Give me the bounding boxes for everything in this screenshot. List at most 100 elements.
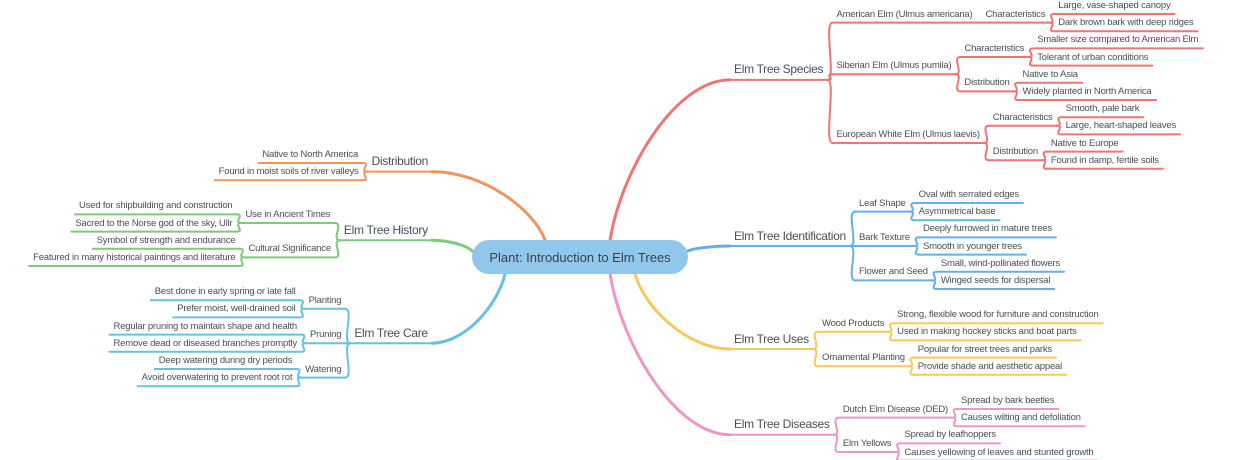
branch-link [295,376,303,388]
leaf-large-vase-shaped-canopy[interactable]: Large, vase-shaped canopy [1058,0,1171,11]
leaf-deep-watering-during-dry-periods[interactable]: Deep watering during dry periods [158,355,293,366]
leaf-tolerant-of-urban-conditions[interactable]: Tolerant of urban conditions [1037,51,1149,63]
root-node-label: Plant: Introduction to Elm Trees [489,249,671,265]
leaf-large-heart-shaped-leaves[interactable]: Large, heart-shaped leaves [1065,120,1177,132]
subtopic-dutch-elm-disease-ded[interactable]: Dutch Elm Disease (DED) [842,403,949,415]
subtopic-bark-texture[interactable]: Bark Texture [859,232,910,243]
branch-link [361,162,369,173]
leaf-causes-yellowing-of-leaves-and-stunted-growth[interactable]: Causes yellowing of leaves and stunted g… [904,446,1094,458]
leaf-provide-shade-and-aesthetic-appeal[interactable]: Provide shade and aesthetic appeal [917,360,1063,372]
leaf-found-in-damp-fertile-soils[interactable]: Found in damp, fertile soils [1050,154,1159,166]
leaf-featured-in-many-historical-paintings-and-literature[interactable]: Featured in many historical paintings an… [33,252,236,263]
leaf-spread-by-bark-beetles[interactable]: Spread by bark beetles [961,395,1055,406]
subtopic-elm-yellows[interactable]: Elm Yellows [842,438,892,449]
leaf-smaller-size-compared-to-american-elm[interactable]: Smaller size compared to American Elm [1037,34,1199,46]
branch-link [826,21,834,81]
leaf-small-wind-pollinated-flowers[interactable]: Small, wind-pollinated flowers [940,257,1060,269]
topic-elm-tree-history[interactable]: Elm Tree History [343,222,428,237]
branch-link [982,142,990,162]
root-link [608,78,732,242]
branch-link [1048,13,1056,24]
leaf-dark-brown-bark-with-deep-ridges[interactable]: Dark brown bark with deep ridges [1058,17,1194,29]
subtopic-watering[interactable]: Watering [305,363,342,375]
leaf-deeply-furrowed-in-mature-trees[interactable]: Deeply furrowed in mature trees [922,223,1052,235]
subtopic-leaf-shape[interactable]: Leaf Shape [859,197,906,209]
branch-link [912,236,920,247]
leaf-winged-seeds-for-dispersal[interactable]: Winged seeds for dispersal [940,275,1051,286]
branch-link [954,56,962,76]
branch-link [908,210,916,222]
topic-elm-tree-uses[interactable]: Elm Tree Uses [734,331,809,346]
branch-link [826,78,834,144]
subtopic-siberian-elm-ulmus-pumila[interactable]: Siberian Elm (Ulmus pumila) [836,60,952,72]
root-node[interactable]: Plant: Introduction to Elm Trees [472,240,688,274]
subtopic-flower-and-seed[interactable]: Flower and Seed [859,266,928,278]
subtopic-american-elm-ulmus-americana[interactable]: American Elm (Ulmus americana) [836,8,973,20]
branch-link [1012,81,1020,93]
leaf-strong-flexible-wood-for-furniture-and-construction[interactable]: Strong, flexible wood for furniture and … [897,309,1099,321]
branch-link [951,416,959,428]
subtopic-european-white-elm-ulmus-laevis[interactable]: European White Elm (Ulmus laevis) [836,129,980,140]
branch-link [299,342,307,353]
topic-elm-tree-care[interactable]: Elm Tree Care [354,325,428,340]
leaf-native-to-asia[interactable]: Native to Asia [1022,68,1078,80]
leaf-regular-pruning-to-maintain-shape-and-health[interactable]: Regular pruning to maintain shape and he… [113,320,298,332]
subtopic-characteristics[interactable]: Characteristics [964,43,1025,54]
branch-link [982,124,990,144]
subtopic-ornamental-planting[interactable]: Ornamental Planting [822,352,905,364]
subtopic-distribution[interactable]: Distribution [992,146,1038,158]
leaf-prefer-moist-well-drained-soil[interactable]: Prefer moist, well-drained soil [177,303,296,315]
leaf-avoid-overwatering-to-prevent-root-rot[interactable]: Avoid overwatering to prevent root rot [141,372,293,384]
branch-link [907,356,915,368]
branch-link [344,307,352,345]
subtopic-characteristics[interactable]: Characteristics [985,8,1046,20]
leaf-best-done-in-early-spring-or-late-fall[interactable]: Best done in early spring or late fall [154,286,296,298]
root-link [608,272,732,437]
leaf-smooth-pale-bark[interactable]: Smooth, pale bark [1065,103,1140,115]
subtopic-cultural-significance[interactable]: Cultural Significance [248,243,332,255]
topic-elm-tree-diseases[interactable]: Elm Tree Diseases [734,417,830,432]
topic-elm-tree-identification[interactable]: Elm Tree Identification [734,228,846,243]
leaf-widely-planted-in-north-america[interactable]: Widely planted in North America [1022,86,1152,97]
leaf-native-to-north-america[interactable]: Native to North America [262,149,359,160]
branch-link [1012,90,1020,101]
subtopic-distribution[interactable]: Distribution [964,77,1010,89]
subtopic-use-in-ancient-times[interactable]: Use in Ancient Times [245,209,331,220]
branch-link [1040,159,1048,170]
branch-link [887,322,895,333]
root-link [633,272,732,351]
leaf-symbol-of-strength-and-endurance[interactable]: Symbol of strength and endurance [96,234,236,246]
leaf-found-in-moist-soils-of-river-valleys[interactable]: Found in moist soils of river valleys [218,166,359,178]
branch-link [951,408,959,419]
leaf-native-to-europe[interactable]: Native to Europe [1050,137,1119,149]
leaf-sacred-to-the-norse-god-of-the-sky-ullr[interactable]: Sacred to the Norse god of the sky, Ullr [75,217,233,229]
leaf-popular-for-street-trees-and-parks[interactable]: Popular for street trees and parks [917,343,1052,355]
branch-link [1055,124,1063,136]
branch-link [894,442,902,453]
branch-link [1048,21,1056,33]
branch-link [299,333,307,345]
branch-link [849,245,857,282]
leaf-asymmetrical-base[interactable]: Asymmetrical base [918,206,996,218]
branch-link [912,245,920,256]
leaf-remove-dead-or-diseased-branches-promptly[interactable]: Remove dead or diseased branches promptl… [113,337,297,349]
branch-link [894,451,902,460]
branch-link [907,365,915,376]
branch-link [298,299,306,310]
leaf-oval-with-serrated-edges[interactable]: Oval with serrated edges [918,189,1019,200]
branch-link [238,247,246,259]
leaf-smooth-in-younger-trees[interactable]: Smooth in younger trees [922,240,1022,252]
leaf-used-for-shipbuilding-and-construction[interactable]: Used for shipbuilding and construction [79,200,233,212]
subtopic-pruning[interactable]: Pruning [309,329,342,341]
branch-link [1040,150,1048,162]
topic-distribution[interactable]: Distribution [371,154,429,169]
leaf-used-in-making-hockey-sticks-and-boat-parts[interactable]: Used in making hockey sticks and boat pa… [897,326,1077,338]
topic-elm-tree-species[interactable]: Elm Tree Species [734,62,824,77]
subtopic-planting[interactable]: Planting [308,294,342,306]
branch-link [1055,116,1063,127]
subtopic-characteristics[interactable]: Characteristics [992,111,1053,123]
leaf-causes-wilting-and-defoliation[interactable]: Causes wilting and defoliation [961,412,1081,424]
leaf-spread-by-leafhoppers[interactable]: Spread by leafhoppers [904,429,996,441]
subtopic-wood-products[interactable]: Wood Products [822,317,885,329]
